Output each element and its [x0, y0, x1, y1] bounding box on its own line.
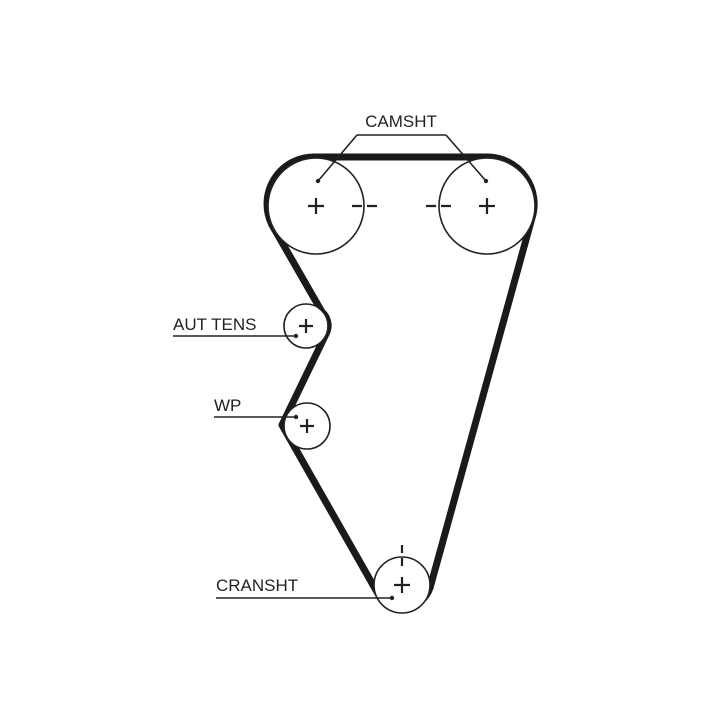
- crankshaft-pulley: [373, 545, 431, 614]
- crankshaft-callout: CRANSHT: [216, 576, 395, 601]
- water-pump-pulley: [283, 402, 331, 450]
- water-pump-callout: WP: [214, 396, 299, 420]
- camshaft-pulley-left: [267, 157, 377, 255]
- tensioner-label: AUT TENS: [173, 315, 256, 334]
- crankshaft-label: CRANSHT: [216, 576, 298, 595]
- camshaft-callout: CAMSHT: [315, 112, 489, 184]
- tensioner-callout: AUT TENS: [173, 315, 299, 339]
- water-pump-label: WP: [214, 396, 241, 415]
- tensioner-pulley: [283, 303, 329, 349]
- camshaft-pulley-right: [426, 157, 536, 255]
- camshaft-label: CAMSHT: [365, 112, 437, 131]
